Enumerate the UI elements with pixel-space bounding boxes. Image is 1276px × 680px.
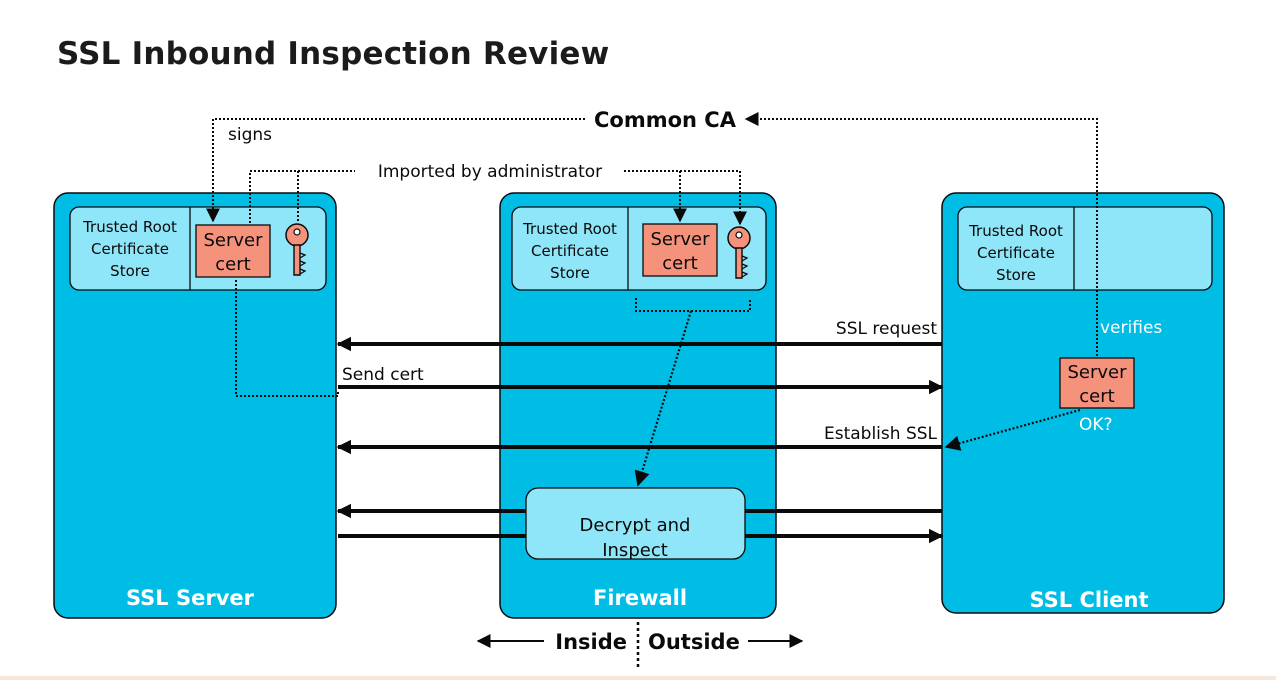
decrypt-inspect-engine — [525, 487, 746, 560]
client-store-label-line1: Trusted Root — [968, 222, 1063, 240]
server-cert-send-connector — [235, 280, 339, 397]
cert-ok-connector — [944, 408, 1081, 451]
inside-label: Inside — [555, 630, 627, 654]
firewall-cert — [642, 223, 718, 277]
firewall-cert-bracket — [635, 298, 751, 312]
client-trusted-root-store — [957, 206, 1213, 291]
firewall-store-label-line3: Store — [550, 264, 590, 282]
server-store-label-line3: Store — [110, 262, 150, 280]
verifies-label: verifies — [1100, 318, 1162, 338]
ssl-server-box — [53, 192, 337, 619]
ssl-server-label: SSL Server — [126, 586, 255, 610]
footer-rule — [0, 676, 1276, 680]
imported-by-admin-label: Imported by administrator — [378, 162, 602, 182]
client-store-label-line2: Certificate — [977, 244, 1055, 262]
ssl-client-label: SSL Client — [1029, 588, 1148, 612]
import-source-connector — [249, 170, 299, 223]
outside-label: Outside — [648, 630, 740, 654]
establish-ssl-label: Establish SSL — [824, 424, 938, 444]
ok-label: OK? — [1079, 415, 1113, 435]
server-cert — [195, 224, 271, 278]
server-store-label-line1: Trusted Root — [82, 218, 177, 236]
signs-connector — [206, 118, 585, 223]
firewall-store-label-line2: Certificate — [531, 242, 609, 260]
ssl-request-label: SSL request — [836, 319, 937, 339]
signs-label: signs — [228, 125, 272, 145]
server-cert-label-line2: cert — [215, 254, 250, 275]
engine-label-line2: Inspect — [602, 540, 668, 561]
client-cert-label-line1: Server — [1067, 362, 1127, 383]
firewall-label: Firewall — [593, 586, 687, 610]
client-store-label-line3: Store — [996, 266, 1036, 284]
firewall-store-label-line1: Trusted Root — [522, 220, 617, 238]
firewall-cert-label-line1: Server — [650, 229, 710, 250]
common-ca-label: Common CA — [594, 108, 737, 132]
server-cert-label-line1: Server — [203, 230, 263, 251]
engine-label-line1: Decrypt and — [580, 515, 691, 536]
client-received-cert — [1059, 357, 1135, 409]
client-cert-label-line2: cert — [1079, 386, 1114, 407]
page-title: SSL Inbound Inspection Review — [57, 36, 610, 72]
send-cert-label: Send cert — [342, 365, 424, 385]
firewall-cert-label-line2: cert — [662, 253, 697, 274]
verifies-connector — [744, 112, 1098, 356]
server-store-label-line2: Certificate — [91, 240, 169, 258]
